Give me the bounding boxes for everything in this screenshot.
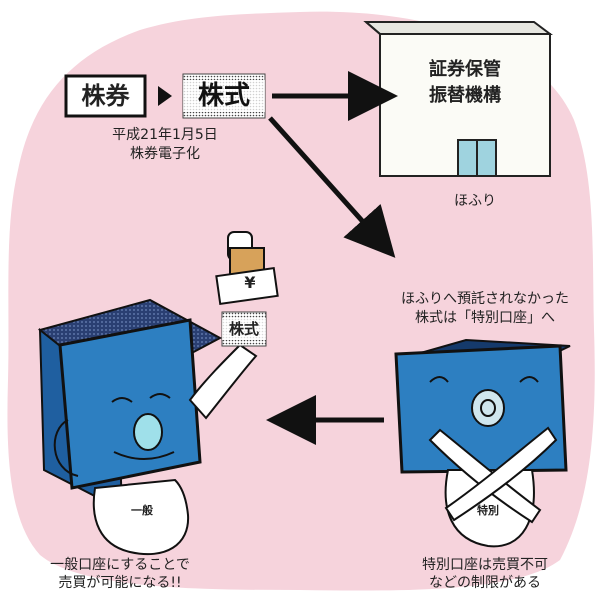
paper-stock-label: 株券 — [81, 82, 130, 110]
arrow-small-icon — [158, 86, 172, 106]
general-badge: 一般 — [131, 504, 153, 517]
special-caption-line1: 特別口座は売買不可 — [422, 557, 548, 573]
hand-yen-label: ¥ — [244, 273, 256, 292]
building-name-line1: 証券保管 — [429, 59, 501, 80]
special-badge: 特別 — [477, 504, 499, 517]
special-note-line1: ほふりへ預託されなかった — [401, 291, 569, 307]
arrow-diagonal-icon — [268, 116, 396, 258]
building-icon — [363, 21, 553, 177]
building-name-line2: 振替機構 — [429, 85, 501, 106]
hand-stock-label: 株式 — [222, 318, 266, 340]
special-note-line2: 株式は「特別口座」へ — [415, 310, 555, 326]
tv-character-special-icon — [394, 338, 571, 548]
electronic-stock-label: 株式 — [183, 80, 265, 112]
paper-stock-box — [64, 74, 147, 118]
special-caption-line2: などの制限がある — [429, 575, 541, 591]
general-caption-line1: 一般口座にすることで — [50, 557, 190, 573]
building-caption: ほふり — [454, 193, 496, 209]
general-caption-line2: 売買が可能になる!! — [58, 575, 182, 591]
date-label-line1: 平成21年1月5日 — [112, 127, 218, 143]
date-label-line2: 株券電子化 — [130, 146, 200, 162]
